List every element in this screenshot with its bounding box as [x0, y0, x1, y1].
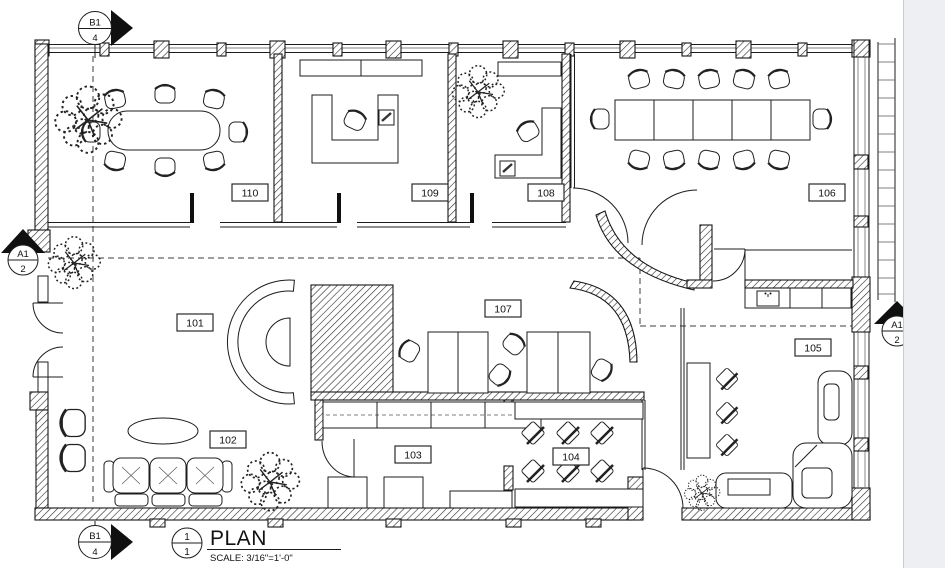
plant-icon	[240, 451, 301, 512]
sink-icon	[756, 290, 780, 307]
conference-room-106-furniture	[589, 66, 833, 173]
room-label-106: 106	[818, 188, 836, 200]
svg-text:2: 2	[20, 264, 25, 275]
reception-desk	[226, 279, 295, 405]
pen-tray-icon	[378, 109, 395, 126]
three-seat-sofa	[103, 457, 233, 507]
room-103-furniture	[322, 401, 542, 509]
room-104-furniture	[514, 401, 644, 508]
drawing-scale: SCALE: 3/16"=1'-0"	[210, 553, 293, 564]
section-marker-top: B1 4	[78, 10, 133, 58]
section-marker-bottom: B1 4	[78, 521, 133, 560]
plant-icon	[684, 474, 721, 511]
drawing-title-block: 1 1 PLAN SCALE: 3/16"=1'-0"	[171, 527, 341, 564]
svg-text:2: 2	[894, 335, 899, 346]
svg-text:4: 4	[92, 33, 97, 44]
room-label-104: 104	[562, 452, 580, 464]
open-office-107-furniture	[395, 329, 616, 394]
kitchenette-counter	[744, 249, 852, 309]
room-label-105: 105	[804, 343, 822, 355]
drawing-title: PLAN	[210, 527, 267, 550]
lounge-105-furniture	[686, 362, 853, 509]
detail-number: 1	[184, 532, 190, 543]
office-108-furniture	[494, 61, 562, 179]
room-label-103: 103	[404, 450, 422, 462]
plant-icon	[47, 236, 101, 290]
room-label-110: 110	[242, 188, 259, 200]
exterior-stair	[877, 38, 896, 302]
svg-text:B1: B1	[89, 531, 101, 542]
svg-text:4: 4	[92, 547, 97, 558]
pen-tray-icon	[499, 160, 516, 177]
room-label-108: 108	[537, 188, 555, 200]
outer-walls	[27, 39, 871, 528]
svg-text:B1: B1	[89, 18, 101, 29]
side-panel	[903, 0, 945, 568]
room-label-102: 102	[219, 435, 237, 447]
room-label-107: 107	[494, 304, 512, 316]
sheet-number: 1	[184, 547, 190, 558]
lobby-lounge-furniture	[59, 408, 233, 507]
room-label-109: 109	[421, 188, 439, 200]
room-label-101: 101	[186, 318, 204, 330]
svg-text:A1: A1	[17, 249, 29, 260]
plant-icon	[451, 65, 505, 119]
room-labels: 110 109 108 106 101 107 105 102 103 104	[176, 183, 846, 466]
section-marker-left: A1 2	[1, 229, 45, 276]
office-109-furniture	[299, 59, 423, 164]
svg-text:A1: A1	[891, 320, 903, 331]
conference-room-110-furniture	[80, 83, 249, 178]
